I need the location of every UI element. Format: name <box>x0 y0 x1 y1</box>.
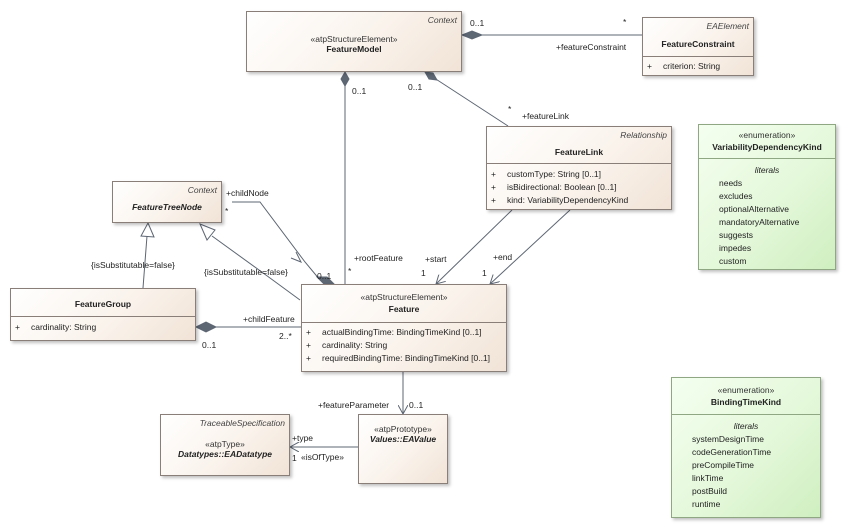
class-stereotype: «atpStructureElement» <box>360 292 448 302</box>
role-label: +type <box>292 433 314 443</box>
multiplicity-label: * <box>623 17 627 27</box>
connector-child-node <box>232 201 321 281</box>
class-stereotype: «enumeration» <box>717 385 775 395</box>
enum-literal: needs <box>719 178 743 188</box>
enum-literal: optionalAlternative <box>719 204 789 214</box>
composition-diamond-icon <box>194 321 218 333</box>
class-name: Values::EAValue <box>369 434 437 444</box>
enum-literal: preCompileTime <box>692 460 755 470</box>
multiplicity-label: 2..* <box>279 331 292 341</box>
class-name: FeatureModel <box>326 44 382 54</box>
composition-diamond-icon <box>460 30 484 40</box>
enum-literal: mandatoryAlternative <box>719 217 800 227</box>
role-label: +start <box>425 254 447 264</box>
class-context-label: Context <box>187 185 217 195</box>
multiplicity-label: 0..1 <box>408 82 423 92</box>
class-name: Feature <box>388 304 420 314</box>
enum-literal: excludes <box>719 191 753 201</box>
role-label: +childFeature <box>243 314 295 324</box>
role-label: +featureParameter <box>318 400 390 410</box>
multiplicity-label: 0..1 <box>352 86 367 96</box>
multiplicity-label: 0..1 <box>202 340 217 350</box>
class-ea-datatype[interactable]: TraceableSpecification «atpType» Datatyp… <box>160 414 290 476</box>
enum-binding-time-kind[interactable]: «enumeration» BindingTimeKind literals s… <box>671 377 821 518</box>
class-name: FeatureTreeNode <box>132 202 202 212</box>
class-context-label: Relationship <box>620 130 667 140</box>
enum-variability-dependency-kind[interactable]: «enumeration» VariabilityDependencyKind … <box>698 124 836 270</box>
class-name: FeatureLink <box>554 147 604 157</box>
class-stereotype: «atpType» <box>205 439 245 449</box>
multiplicity-label: * <box>348 266 352 276</box>
generalization-feature <box>211 235 301 301</box>
role-label: +childNode <box>226 188 269 198</box>
multiplicity-label: 0..1 <box>470 18 485 28</box>
constraint-label: {isSubstitutable=false} <box>91 260 175 270</box>
class-name: Datatypes::EADatatype <box>178 449 272 459</box>
enum-literal: runtime <box>692 499 721 509</box>
literals-heading: literals <box>733 421 759 431</box>
class-feature-group[interactable]: FeatureGroup + cardinality: String <box>10 288 196 341</box>
generalization-triangle-icon <box>199 223 216 241</box>
enum-literal: postBuild <box>692 486 727 496</box>
class-context-label: EAElement <box>706 21 749 31</box>
class-stereotype: «atpStructureElement» <box>310 34 398 44</box>
class-stereotype: «atpPrototype» <box>374 424 432 434</box>
connector-end <box>490 209 571 284</box>
class-feature-constraint[interactable]: EAElement FeatureConstraint + criterion:… <box>642 17 754 76</box>
stereotype-label: «isOfType» <box>301 452 344 462</box>
multiplicity-label: 1 <box>421 268 426 278</box>
class-name: BindingTimeKind <box>710 397 782 407</box>
constraint-label: {isSubstitutable=false} <box>204 267 288 277</box>
class-name: FeatureConstraint <box>661 39 735 49</box>
enum-literal: suggests <box>719 230 754 240</box>
class-feature-link[interactable]: Relationship FeatureLink + customType: S… <box>486 126 672 210</box>
multiplicity-label: * <box>508 104 512 114</box>
enum-literal: linkTime <box>692 473 724 483</box>
generalization-triangle-icon <box>140 221 155 238</box>
class-feature[interactable]: «atpStructureElement» Feature + actualBi… <box>301 284 507 372</box>
role-label: +end <box>493 252 513 262</box>
enum-literal: codeGenerationTime <box>692 447 772 457</box>
class-stereotype: «enumeration» <box>738 130 796 140</box>
multiplicity-label: 0..1 <box>317 271 332 281</box>
literals-heading: literals <box>754 165 780 175</box>
generalization-feature-group <box>142 235 148 289</box>
arrowhead-icon <box>290 251 303 263</box>
composition-diamond-icon <box>424 71 438 81</box>
multiplicity-label: 1 <box>292 453 297 463</box>
connector-feature-link <box>424 71 509 127</box>
class-ea-value[interactable]: «atpPrototype» Values::EAValue <box>358 414 448 484</box>
enum-literal: impedes <box>719 243 752 253</box>
role-label: +featureConstraint <box>556 42 627 52</box>
class-feature-tree-node[interactable]: Context FeatureTreeNode <box>112 181 222 223</box>
role-label: +featureLink <box>522 111 570 121</box>
multiplicity-label: 0..1 <box>409 400 424 410</box>
class-context-label: TraceableSpecification <box>199 418 285 428</box>
multiplicity-label: 1 <box>482 268 487 278</box>
class-feature-model[interactable]: Context «atpStructureElement» FeatureMod… <box>246 11 462 72</box>
enum-literal: custom <box>719 256 747 266</box>
enum-literal: systemDesignTime <box>692 434 764 444</box>
class-name: VariabilityDependencyKind <box>712 142 822 152</box>
composition-diamond-icon <box>340 70 350 88</box>
class-context-label: Context <box>427 15 457 25</box>
class-name: FeatureGroup <box>74 299 132 309</box>
multiplicity-label: * <box>225 206 229 216</box>
role-label: +rootFeature <box>354 253 403 263</box>
connector-start <box>436 209 513 284</box>
